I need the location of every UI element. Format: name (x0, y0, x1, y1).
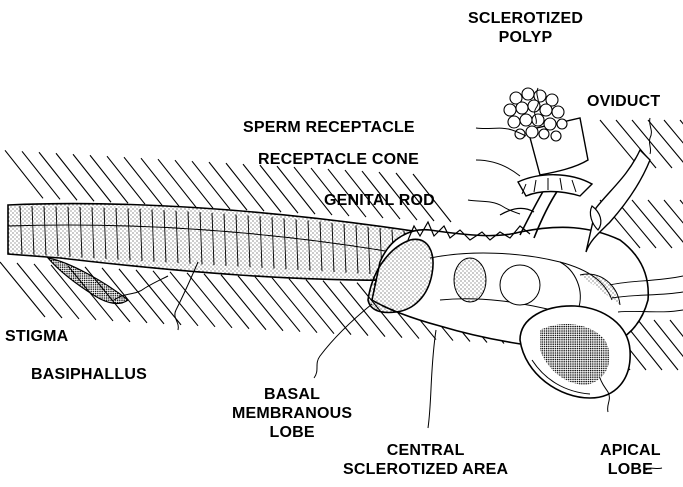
hatch-line (175, 160, 213, 208)
polyp-bead (540, 104, 552, 116)
label-receptacle-cone: RECEPTACLE CONE (258, 150, 419, 169)
apical-lobe-shape (520, 306, 630, 398)
label-central-sclerotized-area-line-2: SCLEROTIZED AREA (343, 460, 508, 479)
label-sclerotized-polyp-line-2: POLYP (468, 28, 583, 47)
label-apical-lobe-line-2: LOBE (600, 460, 661, 479)
polyp-bead (515, 129, 525, 139)
label-basal-membranous-lobe-line-2: MEMBRANOUS (232, 404, 352, 423)
polyp-bead (526, 126, 538, 138)
hatch-line (90, 155, 128, 203)
label-sclerotized-polyp-line-1: SCLEROTIZED (468, 9, 583, 28)
label-stigma: STIGMA (5, 327, 68, 346)
label-sclerotized-polyp: SCLEROTIZED POLYP (468, 9, 583, 47)
hatch-line (226, 163, 264, 211)
receptacle-cone-shape (518, 175, 592, 196)
label-apical-lobe: APICAL LOBE (600, 441, 661, 479)
label-apical-lobe-line-1: APICAL (600, 441, 661, 460)
sclerotized-polyp-shape (504, 88, 567, 141)
polyp-bead (516, 102, 528, 114)
label-central-sclerotized-area: CENTRAL SCLEROTIZED AREA (343, 441, 508, 479)
hatch-line (209, 162, 247, 210)
hatch-line (124, 157, 162, 205)
oviduct-shape (586, 150, 650, 252)
label-basiphallus: BASIPHALLUS (31, 365, 147, 384)
hatch-line (638, 320, 678, 370)
polyp-bead (557, 119, 567, 129)
hatch-line (107, 156, 145, 204)
hatch-line (632, 200, 672, 248)
polyp-bead (522, 88, 534, 100)
hatch-line (5, 150, 43, 198)
label-sperm-receptacle: SPERM RECEPTACLE (243, 118, 415, 137)
label-basal-membranous-lobe: BASAL MEMBRANOUS LOBE (232, 385, 352, 442)
hatch-line (243, 164, 281, 212)
hatch-line (56, 153, 94, 201)
hatch-line (158, 159, 196, 207)
polyp-bead (504, 104, 516, 116)
hatch-line (73, 154, 111, 202)
polyp-bead (532, 114, 544, 126)
hatch-line (22, 151, 60, 199)
polyp-bead (520, 114, 532, 126)
hatch-line (277, 166, 315, 214)
label-central-sclerotized-area-line-1: CENTRAL (343, 441, 508, 460)
label-genital-rod: GENITAL ROD (324, 191, 435, 210)
hatch-line (141, 158, 179, 206)
hatch-line (664, 120, 683, 168)
label-oviduct: OVIDUCT (587, 92, 660, 111)
hatch-line (260, 165, 298, 213)
polyp-bead (544, 118, 556, 130)
hatch-line (39, 152, 77, 200)
polyp-bead (552, 106, 564, 118)
hatch-line (664, 200, 683, 248)
hatch-line (192, 161, 230, 209)
label-basal-membranous-lobe-line-1: BASAL (232, 385, 352, 404)
polyp-bead (551, 131, 561, 141)
polyp-bead (508, 116, 520, 128)
polyp-bead (539, 129, 549, 139)
label-basal-membranous-lobe-line-3: LOBE (232, 423, 352, 442)
